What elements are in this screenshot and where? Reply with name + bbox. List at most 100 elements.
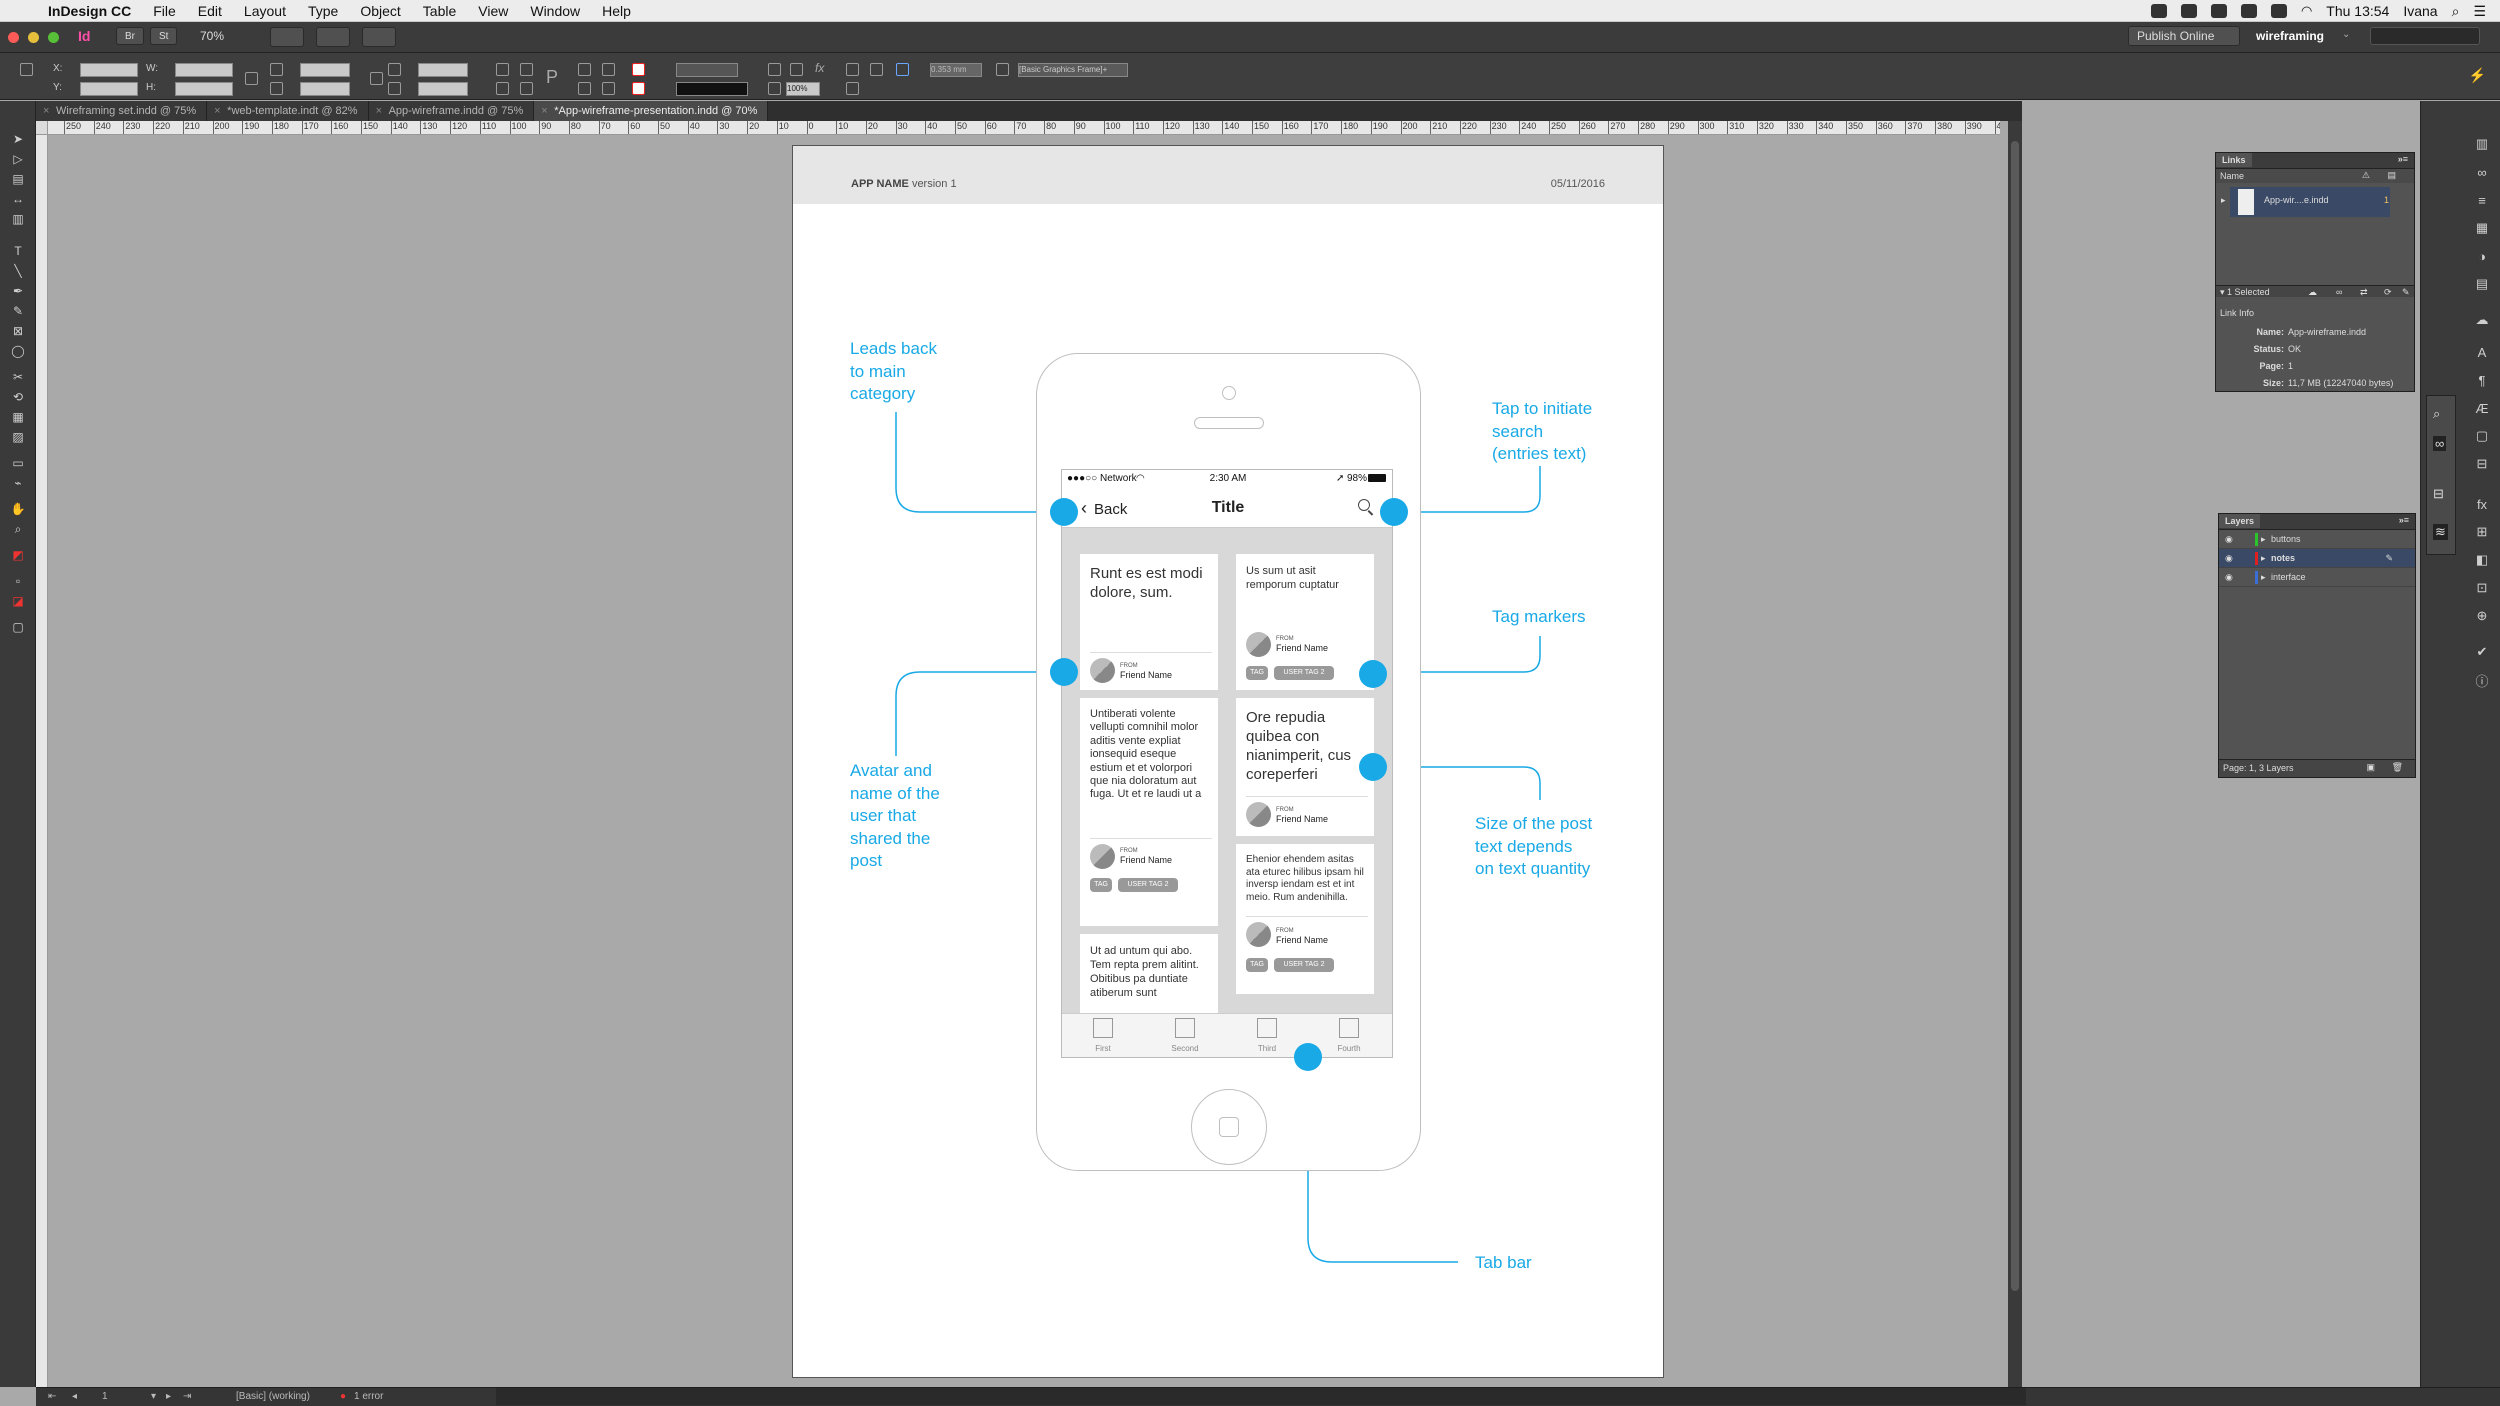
- post-card[interactable]: Untiberati volente vellupti comnihil mol…: [1080, 698, 1218, 926]
- avatar[interactable]: [1090, 658, 1115, 683]
- auto-fit-icon[interactable]: [896, 63, 909, 76]
- relink-cc-icon[interactable]: ☁: [2308, 287, 2317, 297]
- expand-layer-icon[interactable]: ▸: [2261, 553, 2266, 563]
- page-column-icon[interactable]: ▤: [2387, 170, 2396, 180]
- layers-panel-title[interactable]: Layers: [2219, 514, 2261, 528]
- tab-first[interactable]: First: [1073, 1018, 1133, 1053]
- gradient-feather-tool-icon[interactable]: ▨: [12, 430, 24, 444]
- spotlight-icon[interactable]: ⌕: [2451, 2, 2460, 19]
- swatches-panel-icon[interactable]: ▦: [2475, 220, 2489, 235]
- tab-third[interactable]: Third: [1237, 1018, 1297, 1053]
- select-previous-icon[interactable]: [578, 82, 591, 95]
- creative-cloud-icon[interactable]: [2180, 4, 2197, 18]
- hand-tool-icon[interactable]: ✋: [10, 502, 26, 516]
- hyperlinks-panel-icon[interactable]: ⊕: [2476, 608, 2488, 623]
- tab-second[interactable]: Second: [1155, 1018, 1215, 1053]
- tag-chip[interactable]: TAG: [1090, 878, 1112, 892]
- layer-name[interactable]: buttons: [2271, 534, 2301, 544]
- zoom-tool-icon[interactable]: ⌕: [14, 521, 22, 536]
- preflight-panel-icon[interactable]: ✔: [2476, 644, 2488, 659]
- avatar[interactable]: [1090, 844, 1115, 869]
- page-nav-last-icon[interactable]: ⇥: [183, 1391, 192, 1402]
- rotate-ccw-icon[interactable]: [520, 63, 533, 76]
- friend-name[interactable]: Friend Name: [1120, 855, 1173, 865]
- delete-layer-icon[interactable]: 🗑: [2391, 762, 2403, 772]
- visibility-eye-icon[interactable]: ◉: [2225, 534, 2233, 544]
- color-panel-icon[interactable]: ◑: [2478, 248, 2486, 264]
- layer-row[interactable]: ◉ ▸ interface: [2219, 568, 2415, 587]
- visibility-eye-icon[interactable]: ◉: [2225, 553, 2233, 563]
- stroke-weight-mm-field[interactable]: 0.353 mm: [930, 63, 982, 77]
- friend-name[interactable]: Friend Name: [1276, 643, 1329, 653]
- layer-row-selected[interactable]: ◉ ▸ notes ✎: [2219, 549, 2415, 568]
- evernote-icon[interactable]: [2150, 4, 2167, 18]
- page-nav-first-icon[interactable]: ⇤: [48, 1391, 57, 1402]
- menu-app-name[interactable]: InDesign CC: [48, 2, 132, 19]
- stroke-type-select[interactable]: [676, 82, 748, 96]
- menu-window[interactable]: Window: [530, 2, 581, 19]
- tag-chip[interactable]: USER TAG 2: [1118, 878, 1178, 892]
- collapse-info-icon[interactable]: ▾: [2220, 287, 2225, 297]
- constrain-proportions-icon[interactable]: [245, 72, 258, 85]
- friend-name[interactable]: Friend Name: [1276, 814, 1329, 824]
- select-container-icon[interactable]: [578, 63, 591, 76]
- avatar[interactable]: [1246, 632, 1271, 657]
- minimize-window-icon[interactable]: [28, 32, 39, 43]
- align-panel-icon[interactable]: ⊞: [2476, 524, 2488, 539]
- line-tool-icon[interactable]: ╲: [14, 264, 22, 278]
- link-file-name[interactable]: App-wir....e.indd: [2264, 195, 2329, 205]
- vertical-ruler[interactable]: [36, 135, 48, 1387]
- gradient-tool-icon[interactable]: ▦: [12, 410, 24, 424]
- free-transform-tool-icon[interactable]: ⟲: [12, 390, 24, 404]
- menu-help[interactable]: Help: [602, 2, 631, 19]
- links-column-name[interactable]: Name: [2220, 171, 2245, 181]
- arrange-documents-icon[interactable]: [362, 27, 396, 47]
- post-card[interactable]: Ehenior ehendem asitas ata eturec hilibu…: [1236, 844, 1374, 994]
- quick-apply-icon[interactable]: ⚡: [2468, 67, 2486, 83]
- clock[interactable]: Thu 13:54: [2326, 3, 2390, 19]
- help-search-input[interactable]: [2370, 27, 2480, 45]
- width-field[interactable]: [175, 63, 233, 77]
- vertical-scrollbar[interactable]: [2008, 121, 2022, 1387]
- text-wrap-icon[interactable]: [846, 63, 859, 76]
- menu-file[interactable]: File: [153, 2, 176, 19]
- links-panel-title[interactable]: Links: [2216, 153, 2252, 167]
- menu-object[interactable]: Object: [360, 2, 401, 19]
- new-layer-icon[interactable]: ▣: [2366, 762, 2375, 772]
- page-nav-next-icon[interactable]: ▸: [166, 1391, 172, 1402]
- dropbox-icon[interactable]: [2240, 4, 2257, 18]
- workspace-switcher[interactable]: wireframing: [2256, 29, 2325, 43]
- friend-name[interactable]: Friend Name: [1120, 670, 1173, 680]
- table-panel-icon[interactable]: ⊡: [2476, 580, 2488, 595]
- post-card[interactable]: Ore repudia quibea con nianimperit, cus …: [1236, 698, 1374, 836]
- reference-point-icon[interactable]: [20, 63, 33, 76]
- stroke-panel-icon[interactable]: ≡: [2478, 192, 2486, 208]
- view-options-icon[interactable]: [270, 27, 304, 47]
- selection-tool-icon[interactable]: ➤: [12, 132, 24, 146]
- object-style-select[interactable]: [Basic Graphics Frame]+: [1018, 63, 1128, 77]
- tab-web-template[interactable]: ×*web-template.indt @ 82%: [207, 101, 369, 121]
- direct-selection-tool-icon[interactable]: ▷: [13, 152, 23, 166]
- menu-edit[interactable]: Edit: [197, 2, 222, 19]
- avatar[interactable]: [1246, 922, 1271, 947]
- menu-layout[interactable]: Layout: [243, 2, 286, 19]
- type-tool-icon[interactable]: T: [14, 244, 22, 258]
- paragraph-styles-icon[interactable]: ¶: [2478, 372, 2486, 388]
- tag-chip[interactable]: TAG: [1246, 958, 1268, 972]
- page-number-field[interactable]: 1: [102, 1391, 108, 1402]
- expand-layer-icon[interactable]: ▸: [2261, 534, 2266, 544]
- tab-wireframing-set[interactable]: ×Wireframing set.indd @ 75%: [36, 101, 208, 121]
- pages-panel-icon[interactable]: ▥: [2475, 136, 2489, 151]
- phone-screen[interactable]: ●●●○○ Network ◠ 2:30 AM ➚ 98% ‹ Back Tit…: [1061, 469, 1393, 1058]
- effects-panel-icon[interactable]: fx: [2476, 496, 2488, 512]
- drop-shadow-icon[interactable]: [790, 63, 803, 76]
- flip-horizontal-icon[interactable]: [496, 82, 509, 95]
- scale-y-field[interactable]: [300, 82, 350, 96]
- horizontal-scrollbar[interactable]: [496, 1388, 2026, 1405]
- screen-mode-tool-icon[interactable]: ▢: [12, 620, 24, 634]
- close-tab-icon[interactable]: ×: [541, 105, 548, 117]
- page-nav-menu-icon[interactable]: ▾: [151, 1391, 157, 1402]
- page-nav-prev-icon[interactable]: ◂: [72, 1391, 78, 1402]
- formatting-container-icon[interactable]: ▫: [15, 574, 21, 588]
- search-icon[interactable]: [1358, 499, 1370, 511]
